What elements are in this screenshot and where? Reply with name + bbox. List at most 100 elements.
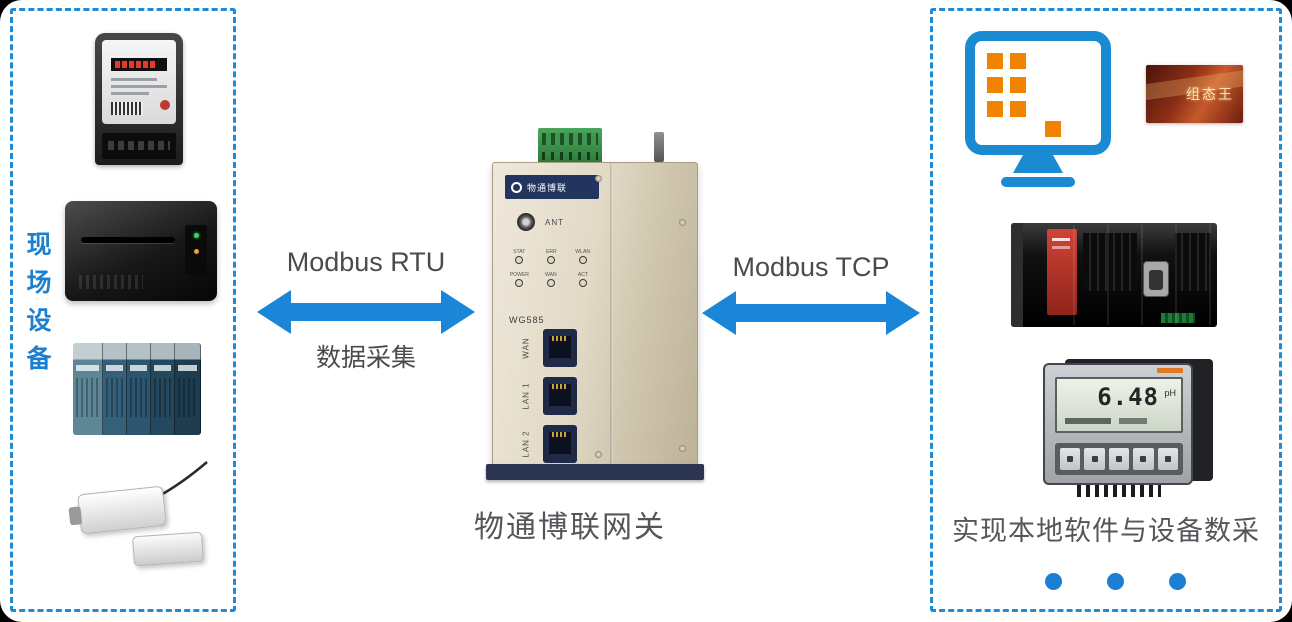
- door-magnetic-sensor-illustration: [73, 458, 213, 570]
- black-box-device-illustration: [65, 201, 217, 301]
- controller-key: [1060, 448, 1081, 470]
- plc-module: [103, 343, 127, 435]
- plc-vents: [1175, 233, 1211, 291]
- gateway-led-panel: STAT ERR WLAN POWER: [507, 249, 603, 295]
- plc-dsub-connector: [1143, 261, 1169, 297]
- gateway-device-illustration: 物通博联 ANT STAT ERR WLAN: [478, 122, 713, 494]
- gateway-edge: [610, 163, 613, 469]
- right-panel-caption: 实现本地软件与设备数采: [952, 516, 1260, 546]
- dvr-vents: [79, 275, 143, 289]
- dvr-led-amber: [194, 249, 199, 254]
- modbus-rtu-label: Modbus RTU: [286, 247, 446, 277]
- dot-icon: [1107, 573, 1124, 590]
- local-software-panel: 组态王 6.48 pH: [930, 8, 1282, 612]
- plc-end-cap: [1011, 223, 1023, 327]
- plc-module: [175, 343, 201, 435]
- meter-text-line: [111, 78, 157, 81]
- ph-controller-illustration: 6.48 pH: [1043, 357, 1219, 497]
- led-dot-icon: [579, 256, 587, 264]
- scada-software-name: 组态王: [1186, 86, 1234, 102]
- led-label: POWER: [509, 272, 529, 278]
- plc-terminal-strip: [1161, 313, 1195, 323]
- led-dot-icon: [547, 256, 555, 264]
- modbus-tcp-label: Modbus TCP: [732, 252, 890, 282]
- screw-icon: [679, 445, 686, 452]
- led-label: WAN: [545, 272, 557, 278]
- gateway-brand-text: 物通博联: [527, 182, 568, 193]
- led-indicator: ERR: [539, 249, 563, 264]
- gateway-logo-icon: [511, 181, 522, 193]
- controller-key: [1084, 448, 1105, 470]
- gateway-terminal-block: [538, 128, 602, 164]
- plc-modules-illustration: [73, 339, 203, 435]
- screw-icon: [595, 175, 602, 182]
- meter-text-line: [111, 92, 149, 95]
- gateway-caption: 物通博联网关: [474, 511, 666, 544]
- plc-module: [127, 343, 151, 435]
- led-dot-icon: [579, 279, 587, 287]
- data-collection-label: 数据采集: [315, 344, 416, 372]
- controller-lcd: 6.48 pH: [1055, 377, 1183, 433]
- dot-icon: [1045, 573, 1062, 590]
- led-indicator: WAN: [539, 272, 563, 287]
- modbus-tcp-arrow-icon: [702, 291, 920, 335]
- led-indicator: ACT: [571, 272, 595, 287]
- gateway-port-lan2: LAN 2: [517, 425, 587, 463]
- controller-sub-line: [1065, 418, 1111, 424]
- gateway-port-lan1: LAN 1: [517, 377, 587, 415]
- controller-key: [1133, 448, 1154, 470]
- electric-meter-illustration: [95, 33, 183, 165]
- led-indicator: STAT: [507, 249, 531, 264]
- rj45-port-icon: [543, 425, 577, 463]
- gateway-body: 物通博联 ANT STAT ERR WLAN: [492, 162, 698, 470]
- meter-barcode: [111, 102, 143, 115]
- led-row: STAT ERR WLAN: [507, 249, 603, 264]
- controller-pins: [1077, 485, 1161, 497]
- gateway-antenna-mount: [654, 132, 664, 162]
- dvr-disc-slot: [81, 237, 175, 243]
- led-indicator: POWER: [507, 272, 531, 287]
- controller-brand-mark: [1157, 368, 1183, 373]
- ellipsis-dots: [1045, 573, 1186, 590]
- controller-keypad: [1055, 443, 1183, 475]
- plc-rack-illustration: [1011, 217, 1217, 335]
- modbus-rtu-arrow-icon: [257, 290, 475, 334]
- port-label: WAN: [521, 337, 531, 359]
- plc-module: [151, 343, 175, 435]
- gateway-model-text: WG585: [509, 315, 545, 325]
- led-label: ACT: [577, 272, 589, 278]
- gateway-base: [486, 464, 704, 480]
- meter-button: [160, 100, 170, 110]
- controller-key: [1108, 448, 1130, 470]
- rj45-port-icon: [543, 377, 577, 415]
- meter-text-line: [111, 85, 167, 88]
- field-devices-vertical-label: 现场设备: [23, 231, 51, 383]
- controller-unit: pH: [1164, 388, 1176, 398]
- meter-terminal-cover: [102, 133, 176, 159]
- led-label: STAT: [512, 249, 526, 255]
- controller-reading: 6.48: [1097, 383, 1159, 411]
- controller-sub-line: [1119, 418, 1147, 424]
- gateway-brand-plate: 物通博联: [505, 175, 599, 199]
- meter-face: [102, 40, 176, 124]
- field-devices-panel: 现场设备: [10, 8, 236, 612]
- led-row: POWER WAN ACT: [507, 272, 603, 287]
- gateway-antenna-connector-icon: [517, 213, 535, 231]
- gateway-port-wan: WAN: [517, 329, 587, 367]
- plc-cpu-module: [1047, 229, 1077, 315]
- plc-module: [73, 343, 103, 435]
- led-dot-icon: [515, 256, 523, 264]
- meter-display: [111, 58, 167, 71]
- port-label: LAN 2: [521, 430, 531, 458]
- screw-icon: [595, 451, 602, 458]
- dvr-led-green: [194, 233, 199, 238]
- plc-module-seams: [1041, 225, 1215, 325]
- gateway-ant-label: ANT: [545, 218, 564, 227]
- rj45-port-icon: [543, 329, 577, 367]
- dot-icon: [1169, 573, 1186, 590]
- computer-monitor-icon: [965, 31, 1111, 187]
- screw-icon: [679, 219, 686, 226]
- led-dot-icon: [547, 279, 555, 287]
- led-label: WLAN: [575, 249, 591, 255]
